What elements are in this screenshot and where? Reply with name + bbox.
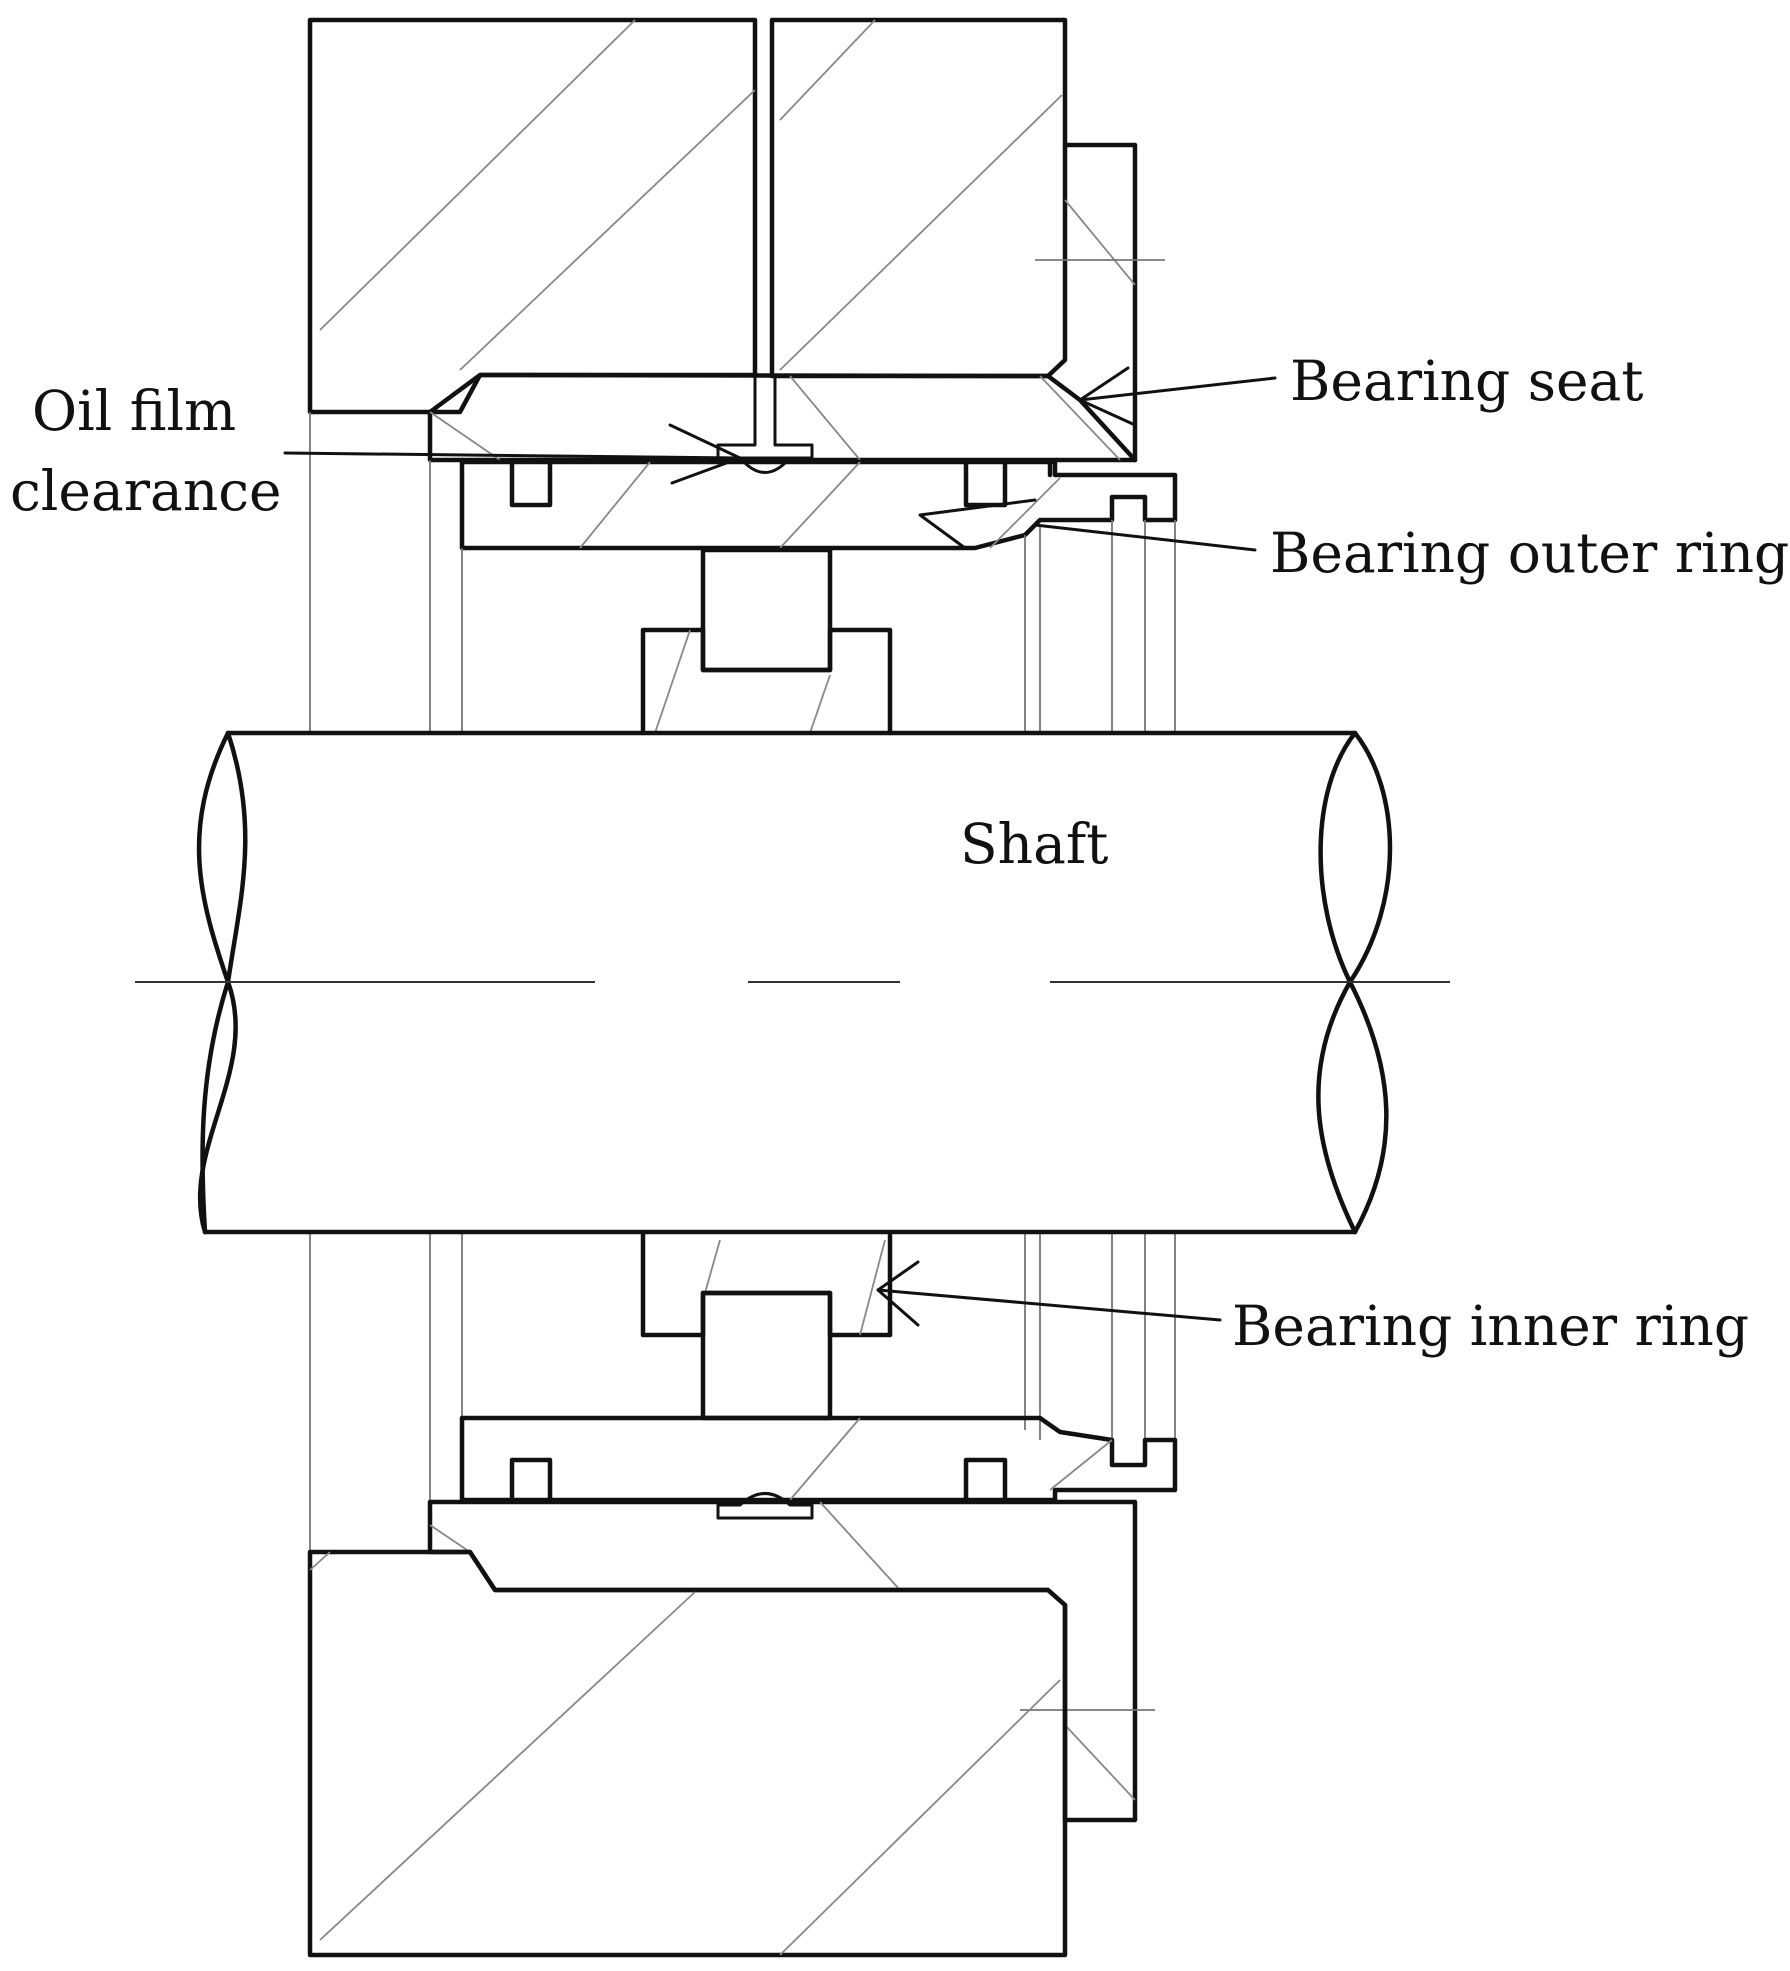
bearing-inner-ring-label: Bearing inner ring xyxy=(1232,1294,1749,1358)
inner-ring-upper xyxy=(640,627,893,736)
shaft-label: Shaft xyxy=(960,812,1108,876)
leader-bearing-inner-ring xyxy=(876,1260,1222,1327)
bearing-outer-ring-lower xyxy=(459,1415,1178,1503)
oil-film-label-line2: clearance xyxy=(10,459,282,523)
bearing-seat-lower xyxy=(427,1499,1155,1823)
side-face-lines xyxy=(309,412,1176,1552)
leader-bearing-outer-ring xyxy=(1033,523,1257,552)
roller-lower xyxy=(700,1290,833,1421)
bearing-outer-ring-label: Bearing outer ring xyxy=(1270,521,1789,585)
bearing-outer-ring-upper xyxy=(459,459,1178,551)
upper-housing-left xyxy=(307,17,758,415)
lower-housing xyxy=(307,1549,1068,1958)
inner-ring-lower xyxy=(640,1232,893,1338)
leader-bearing-seat xyxy=(1078,366,1277,427)
oil-film-groove-lower xyxy=(716,1492,814,1520)
upper-housing-right xyxy=(769,17,1165,463)
leader-oil-film xyxy=(283,423,742,485)
roller-upper xyxy=(700,547,833,673)
bearing-seat-label: Bearing seat xyxy=(1290,349,1643,413)
oil-film-label-line1: Oil film xyxy=(32,379,236,443)
bearing-seat-upper xyxy=(427,372,1138,463)
